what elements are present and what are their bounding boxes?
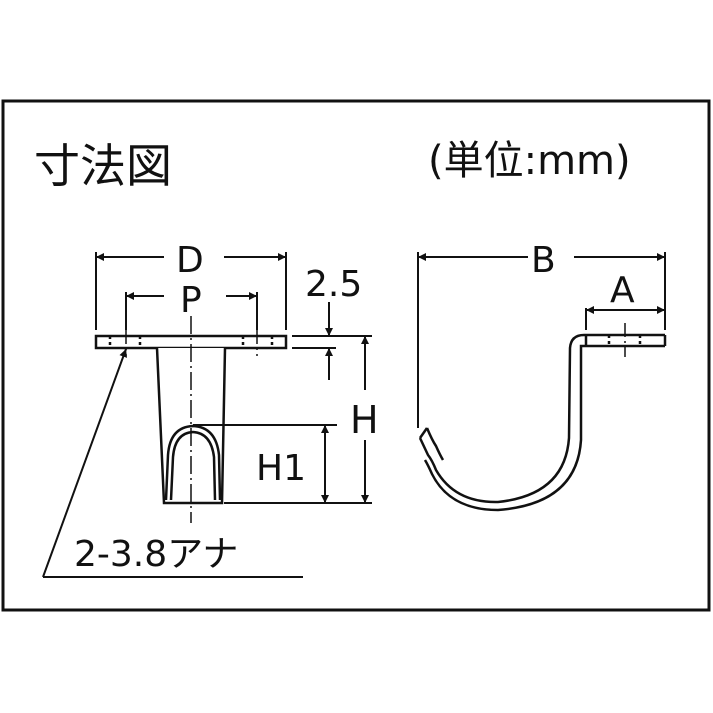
hole-note: 2-3.8アナ <box>74 534 238 575</box>
drawing-title: 寸法図 <box>34 139 172 193</box>
dim-label-d: D <box>176 240 204 281</box>
dim-label-h1: H1 <box>256 448 306 489</box>
front-view <box>42 252 372 578</box>
dim-label-a: A <box>610 270 635 311</box>
dim-label-h: H <box>350 398 379 442</box>
dim-label-b: B <box>531 240 556 281</box>
dim-label-thickness: 2.5 <box>305 264 362 305</box>
side-view <box>417 252 667 512</box>
dim-label-p: P <box>180 280 202 321</box>
unit-label: (単位:mm) <box>428 138 631 184</box>
drawing-frame <box>1 99 711 612</box>
